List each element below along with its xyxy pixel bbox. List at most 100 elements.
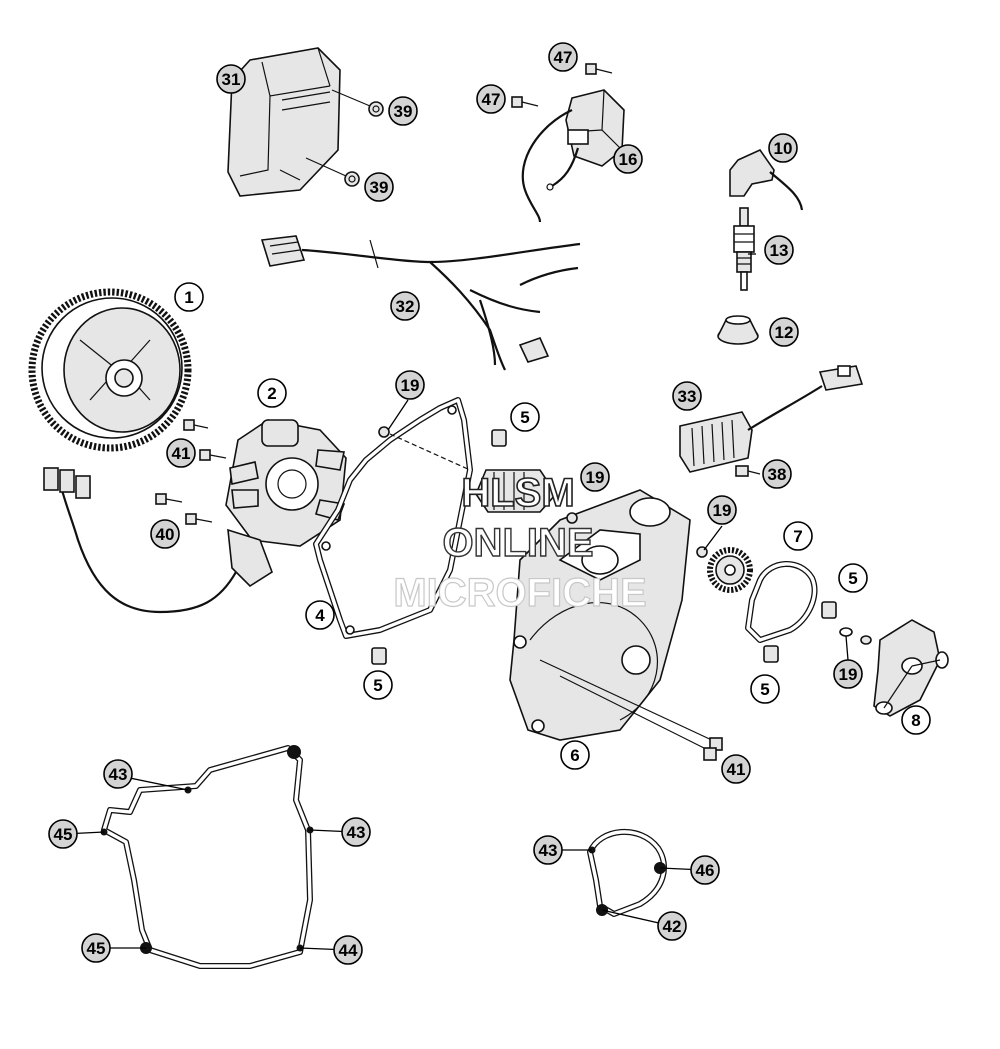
callout-4: 4 bbox=[305, 600, 335, 630]
callout-5-center: 5 bbox=[750, 674, 780, 704]
svg-text:1: 1 bbox=[184, 288, 193, 307]
svg-text:43: 43 bbox=[539, 841, 558, 860]
svg-text:32: 32 bbox=[396, 297, 415, 316]
watermark-line-2: ONLINE bbox=[442, 521, 593, 565]
callout-40: 40 bbox=[150, 519, 180, 549]
svg-text:31: 31 bbox=[222, 70, 241, 89]
callout-6: 6 bbox=[560, 740, 590, 770]
part-39-screw-lower bbox=[305, 157, 360, 187]
part-5-dowel-right bbox=[821, 601, 837, 619]
part-6-ignition-cover bbox=[475, 469, 691, 741]
watermark: HLSM ONLINE MICROFICHE bbox=[393, 470, 648, 615]
part-32-wiring-harness bbox=[260, 235, 581, 371]
part-41-bolts-stator bbox=[183, 419, 227, 461]
callout-1: 1 bbox=[174, 282, 204, 312]
callout-41-cover: 41 bbox=[721, 754, 751, 784]
svg-text:10: 10 bbox=[774, 139, 793, 158]
callout-32: 32 bbox=[390, 291, 420, 321]
part-16-ignition-coil bbox=[521, 89, 625, 223]
svg-text:40: 40 bbox=[156, 525, 175, 544]
part-47-screw-lower bbox=[511, 96, 539, 108]
svg-text:45: 45 bbox=[87, 939, 106, 958]
svg-text:44: 44 bbox=[339, 941, 358, 960]
part-4-cover-gasket bbox=[313, 397, 473, 639]
svg-text:7: 7 bbox=[793, 527, 802, 546]
callout-33: 33 bbox=[672, 381, 702, 411]
watermark-line-1: HLSM bbox=[461, 471, 574, 515]
svg-text:2: 2 bbox=[267, 384, 276, 403]
callout-43-top: 43 bbox=[103, 759, 133, 789]
svg-text:47: 47 bbox=[482, 90, 501, 109]
callout-19-cover-8: 19 bbox=[833, 659, 863, 689]
svg-text:39: 39 bbox=[370, 178, 389, 197]
callout-8: 8 bbox=[901, 705, 931, 735]
part-5-dowel-lower-left bbox=[371, 647, 387, 665]
svg-text:19: 19 bbox=[713, 501, 732, 520]
svg-text:8: 8 bbox=[911, 711, 920, 730]
part-47-screw-upper bbox=[585, 63, 613, 75]
callout-10: 10 bbox=[768, 133, 798, 163]
svg-text:43: 43 bbox=[347, 823, 366, 842]
svg-text:41: 41 bbox=[727, 760, 746, 779]
svg-text:5: 5 bbox=[520, 408, 529, 427]
part-38-screw bbox=[735, 465, 761, 477]
svg-text:16: 16 bbox=[619, 150, 638, 169]
callout-19-gear: 19 bbox=[707, 495, 737, 525]
svg-text:4: 4 bbox=[315, 606, 325, 625]
callout-38: 38 bbox=[762, 459, 792, 489]
part-39-screw-upper bbox=[331, 89, 384, 117]
part-13-spark-plug bbox=[733, 207, 755, 291]
svg-text:5: 5 bbox=[848, 569, 857, 588]
part-5-dowel-center bbox=[763, 645, 779, 663]
svg-text:39: 39 bbox=[394, 102, 413, 121]
svg-text:19: 19 bbox=[586, 468, 605, 487]
part-8-small-cover bbox=[873, 619, 949, 717]
part-12-grommet bbox=[717, 315, 759, 345]
svg-text:46: 46 bbox=[696, 861, 715, 880]
callout-labels: 31 39 39 47 47 16 10 13 12 1 32 2 19 5 3… bbox=[48, 42, 931, 965]
callout-5-lower-left: 5 bbox=[363, 670, 393, 700]
callout-2: 2 bbox=[257, 378, 287, 408]
svg-text:13: 13 bbox=[770, 241, 789, 260]
part-31-cdi-unit bbox=[227, 47, 341, 197]
part-41-long-bolts bbox=[539, 659, 723, 761]
callout-42: 42 bbox=[657, 911, 687, 941]
callout-41-stator: 41 bbox=[166, 438, 196, 468]
callout-7: 7 bbox=[783, 521, 813, 551]
part-40-bolts-stator bbox=[155, 493, 213, 525]
part-19-washer-cover bbox=[566, 512, 578, 524]
callout-19-gasket: 19 bbox=[395, 370, 425, 400]
callout-13: 13 bbox=[764, 235, 794, 265]
svg-text:42: 42 bbox=[663, 917, 682, 936]
svg-text:19: 19 bbox=[401, 376, 420, 395]
watermark-line-3: MICROFICHE bbox=[393, 571, 646, 615]
part-10-spark-plug-cap bbox=[729, 148, 804, 211]
svg-text:19: 19 bbox=[839, 665, 858, 684]
callout-43-small: 43 bbox=[533, 835, 563, 865]
callout-39-lower: 39 bbox=[364, 172, 394, 202]
part-19-washer-upper bbox=[378, 426, 471, 471]
part-19-washer-cover-8 bbox=[839, 627, 872, 645]
callout-47-lower: 47 bbox=[476, 84, 506, 114]
svg-text:6: 6 bbox=[570, 746, 579, 765]
callout-16: 16 bbox=[613, 144, 643, 174]
callout-5-right: 5 bbox=[838, 563, 868, 593]
part-33-regulator bbox=[679, 365, 864, 473]
svg-text:38: 38 bbox=[768, 465, 787, 484]
svg-text:41: 41 bbox=[172, 444, 191, 463]
callout-47-upper: 47 bbox=[548, 42, 578, 72]
part-gear bbox=[707, 547, 753, 593]
callout-12: 12 bbox=[769, 317, 799, 347]
svg-text:45: 45 bbox=[54, 825, 73, 844]
part-small-gasket bbox=[587, 829, 667, 917]
svg-text:5: 5 bbox=[373, 676, 382, 695]
svg-text:33: 33 bbox=[678, 387, 697, 406]
callout-45-bottom: 45 bbox=[81, 933, 111, 963]
part-1-flywheel bbox=[28, 288, 192, 452]
callout-45-left: 45 bbox=[48, 819, 78, 849]
callout-5-upper: 5 bbox=[510, 402, 540, 432]
part-2-stator bbox=[43, 419, 347, 614]
callout-19-cover: 19 bbox=[580, 462, 610, 492]
